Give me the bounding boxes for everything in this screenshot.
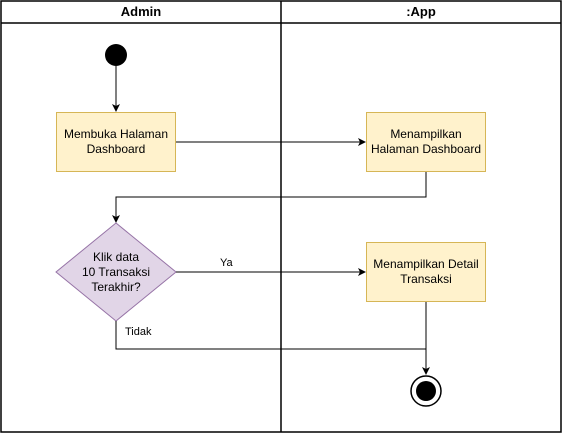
lane-header-app: :App [406, 4, 436, 19]
end-node-core [416, 381, 436, 401]
decision-label: Klik data 10 Transaksi Terakhir? [81, 249, 151, 294]
action-show-detail: Menampilkan Detail Transaksi [366, 242, 486, 302]
action-show-dashboard: Menampilkan Halaman Dashboard [366, 112, 486, 172]
edge-no [115, 321, 426, 350]
edge-label-no: Tidak [124, 326, 153, 338]
lane-header-admin: Admin [120, 4, 162, 19]
edge-show-to-decision [112, 172, 427, 223]
start-node [105, 44, 127, 66]
edge-label-yes: Ya [219, 257, 234, 269]
action-open-dashboard: Membuka Halaman Dashboard [56, 112, 176, 172]
